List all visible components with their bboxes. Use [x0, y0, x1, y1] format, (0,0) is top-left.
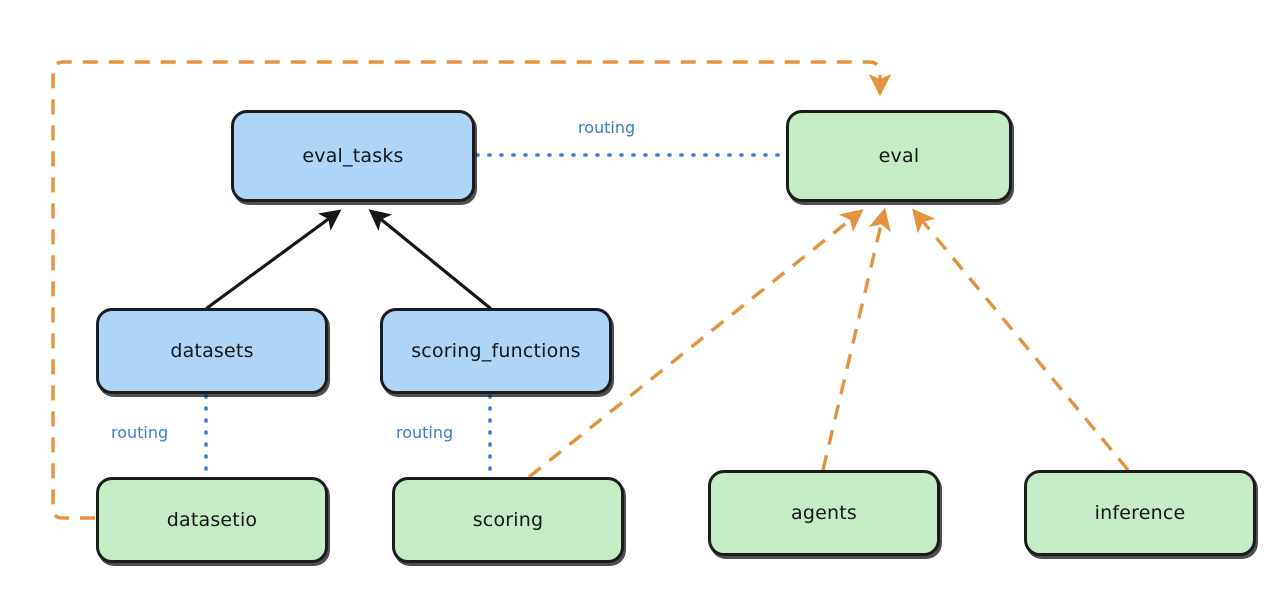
node-agents[interactable]: agents: [708, 470, 940, 556]
node-datasetio[interactable]: datasetio: [96, 477, 328, 563]
node-label-eval: eval: [878, 145, 920, 167]
node-datasets[interactable]: datasets: [96, 308, 328, 394]
node-label-scoring: scoring: [472, 509, 544, 531]
node-inference[interactable]: inference: [1024, 470, 1256, 556]
edge-datasets-to-eval_tasks: [205, 209, 342, 310]
node-label-datasets: datasets: [170, 340, 254, 362]
node-label-agents: agents: [791, 502, 857, 524]
edge-label-routing-eval: routing: [578, 118, 636, 137]
node-scoring[interactable]: scoring: [392, 477, 624, 563]
edge-label-routing-datasets: routing: [111, 423, 169, 442]
node-scoring-functions[interactable]: scoring_functions: [380, 308, 612, 394]
edge-scoring_functions-to-eval_tasks: [368, 209, 492, 310]
node-label-scoring-functions: scoring_functions: [411, 340, 581, 362]
edge-label-routing-scoring-functions: routing: [396, 423, 454, 442]
edge-inference-to-eval: [912, 208, 1130, 472]
node-eval[interactable]: eval: [786, 110, 1012, 202]
node-eval-tasks[interactable]: eval_tasks: [231, 110, 475, 202]
edge-agents-to-eval: [821, 207, 891, 471]
node-label-inference: inference: [1094, 502, 1186, 524]
node-label-datasetio: datasetio: [166, 509, 258, 531]
node-label-eval-tasks: eval_tasks: [302, 145, 404, 167]
